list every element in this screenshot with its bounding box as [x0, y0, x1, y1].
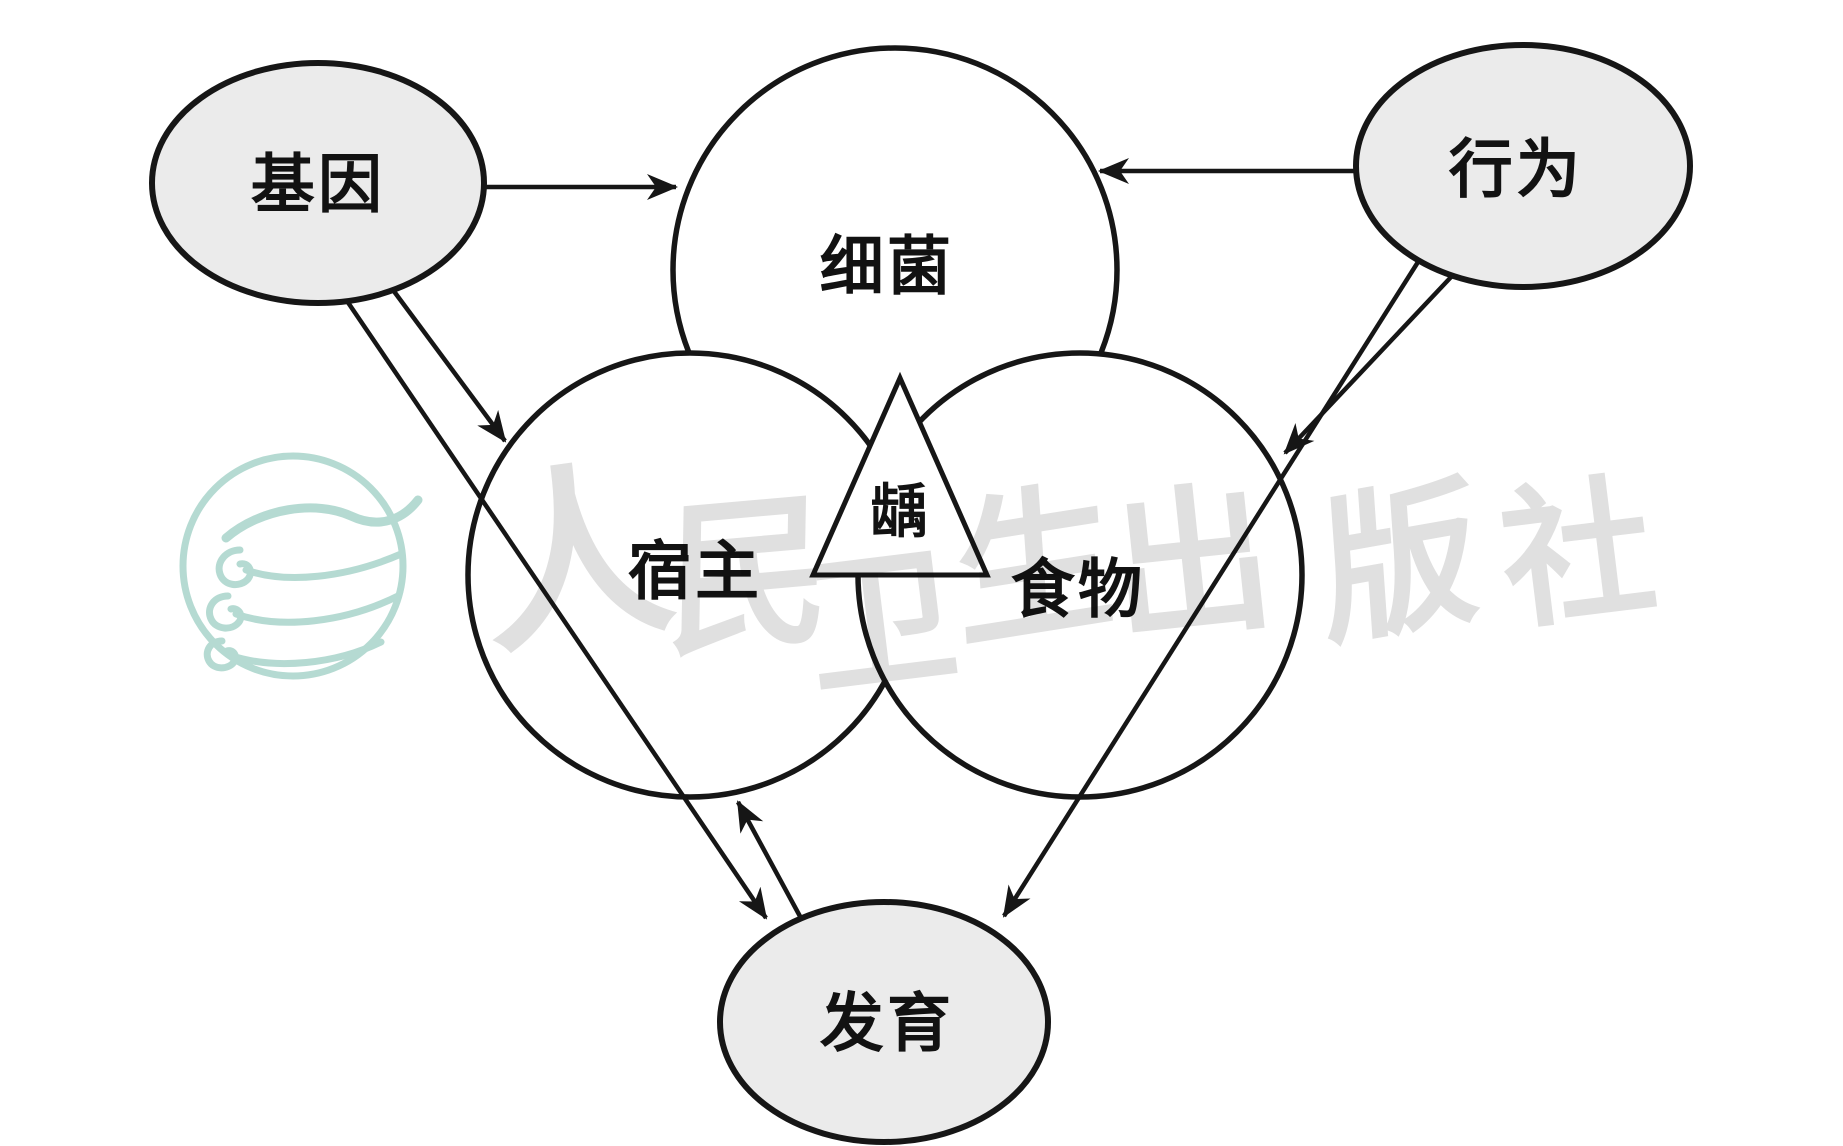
arrow-genes-to-host: [391, 288, 507, 443]
label-genes: 基因: [251, 150, 385, 221]
label-behavior: 行为: [1449, 135, 1583, 206]
label-development: 发育: [820, 989, 954, 1060]
arrow-behavior-to-food: [1283, 274, 1454, 455]
node-development: [717, 899, 1051, 1145]
node-genes: [149, 60, 487, 306]
label-caries: 龋: [870, 480, 928, 545]
node-behavior: [1353, 42, 1693, 290]
arrow-genes-to-development: [345, 299, 768, 920]
arrow-behavior-to-development: [1002, 260, 1420, 918]
label-food: 食物: [1011, 555, 1145, 626]
caries-triangle: [809, 371, 991, 578]
arrow-development-to-host: [736, 800, 804, 922]
label-bacteria: 细菌: [820, 232, 954, 303]
label-host: 宿主: [628, 537, 762, 608]
